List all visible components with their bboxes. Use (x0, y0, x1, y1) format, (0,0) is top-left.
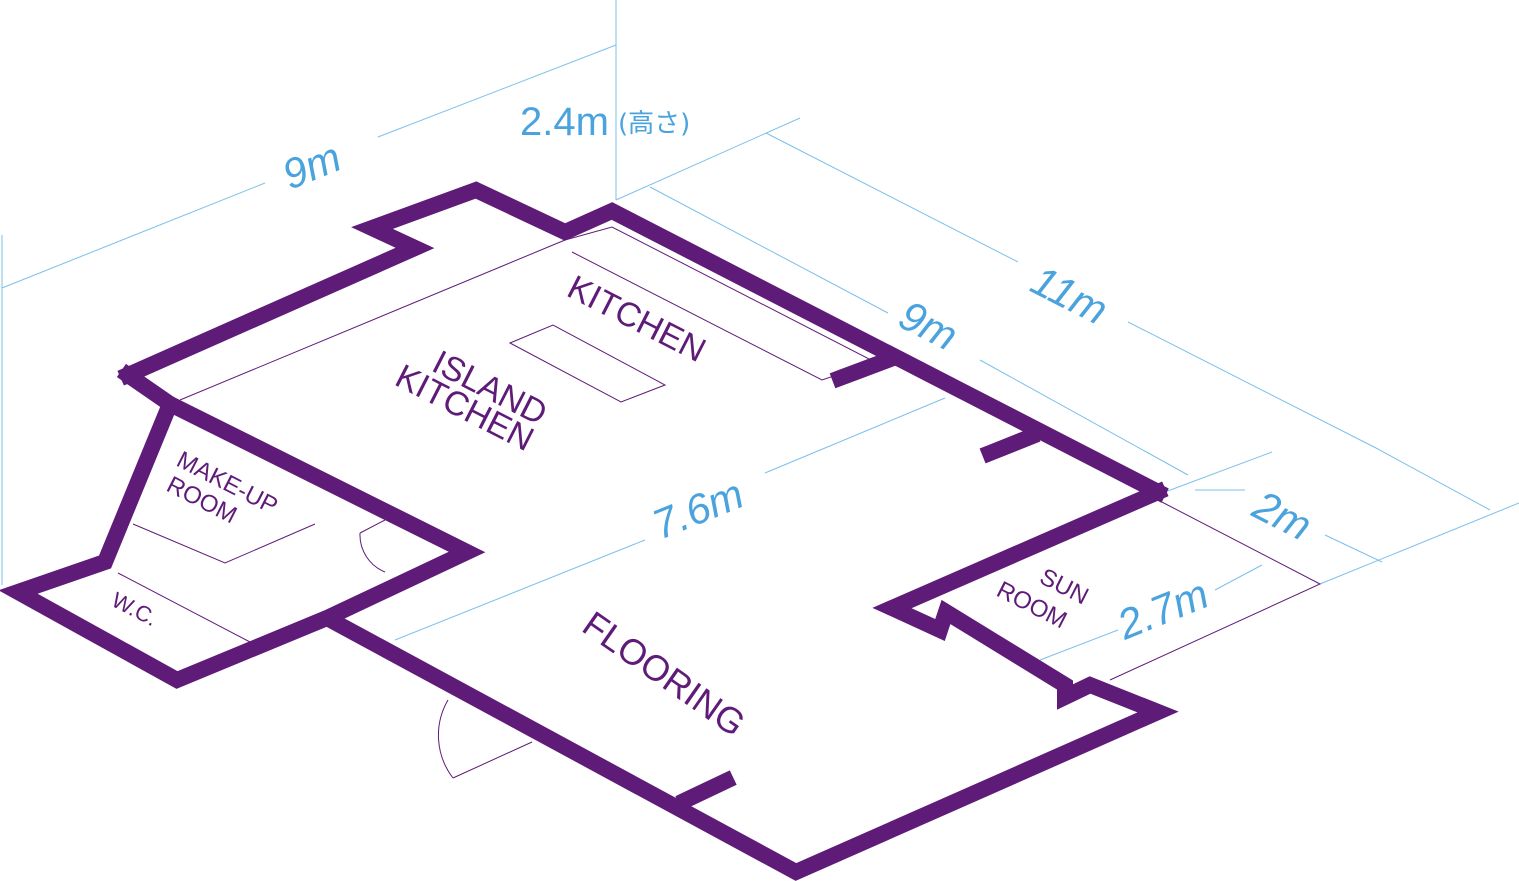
width-2.7m-label: 2.7m (1110, 570, 1215, 649)
interior-lines (117, 226, 1322, 779)
kitchen-stub (829, 349, 899, 389)
south-stub (675, 770, 737, 811)
width-2.7m-line-a (1039, 629, 1119, 661)
depth-11m-line-c (1375, 447, 1491, 511)
width-9m-label: 9m (276, 133, 348, 198)
kitchen-counter-back (179, 239, 566, 401)
depth-11m-end-line (1319, 502, 1519, 585)
east-wall (0, 393, 1179, 881)
height-2.4-line (615, 117, 801, 201)
width-7.6m-line-a (394, 539, 646, 641)
makeup-counter (132, 523, 316, 564)
width-7.6m-line-b (764, 397, 946, 474)
dimension-lines (1, 0, 1519, 661)
wc-divider (117, 572, 251, 643)
depth-11m-line-a (765, 132, 1019, 263)
height-value-label: 2.4m (520, 100, 609, 144)
height-note-label: (高さ) (618, 109, 690, 139)
flooring-label: FLOORING (575, 603, 753, 744)
makeup-door-leaf (359, 519, 386, 534)
width-7.6m-label: 7.6m (646, 470, 750, 549)
depth-2m-label: 2m (1245, 481, 1319, 550)
width-9m-line-a (1, 182, 266, 289)
depth-2m-line-b (1324, 534, 1383, 563)
makeup-door-swing (359, 532, 386, 573)
walls (0, 181, 1179, 881)
depth-11m-line-b (1127, 321, 1377, 449)
depth-9m-label: 9m (892, 291, 965, 359)
entrance-door-leaf (452, 741, 533, 779)
width-9m-line-b (377, 44, 617, 138)
sunroom-outer-line (1109, 499, 1322, 681)
island-counter (508, 324, 667, 403)
west-partition (116, 363, 182, 416)
wc-label: W.C. (108, 587, 162, 631)
depth-11m-label: 11m (1024, 256, 1115, 334)
north-wall (117, 181, 1169, 503)
width-2.7m-line-b (1214, 564, 1263, 591)
east-stub (979, 426, 1041, 464)
kitchen-label: KITCHEN (561, 268, 711, 370)
depth-9m-line-b (979, 359, 1189, 476)
depth-9m-line-a (649, 186, 889, 314)
entrance-door-swing (437, 699, 454, 779)
depth-9m-end-line (1164, 451, 1273, 493)
